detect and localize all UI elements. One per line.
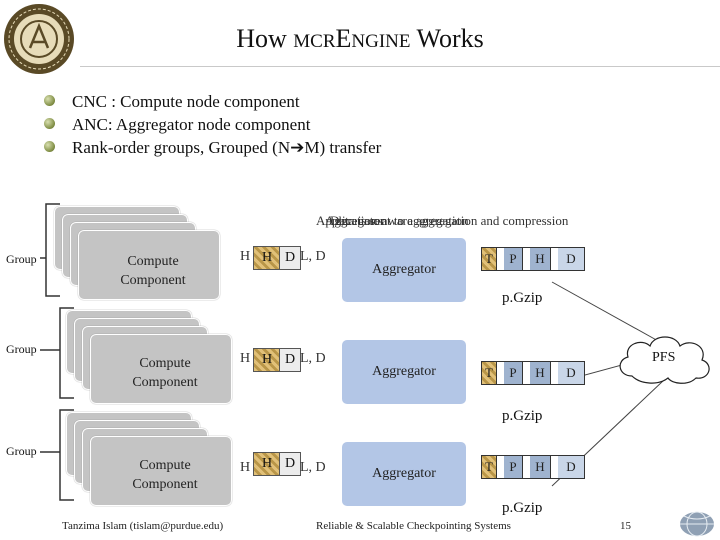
header-block: H [253, 348, 281, 372]
bullet-item: ANC: Aggregator node component [44, 113, 381, 136]
checkpoint-message: H H D L, D [240, 452, 326, 476]
cloud-icon [619, 336, 710, 384]
caption-data-sent: Data is sent to aggregation [330, 213, 469, 228]
footer-author: Tanzima Islam (tislam@purdue.edu) [62, 520, 224, 532]
checkpoint-message: H H D L, D [240, 348, 326, 372]
header-block: H [253, 246, 281, 270]
globe-logo-icon [680, 511, 714, 537]
pfs-label: PFS [652, 350, 676, 365]
bullet-sphere-icon [44, 95, 55, 106]
aggregator-node: Aggregator [342, 442, 466, 506]
group-label: Group [6, 252, 37, 266]
page-number: 15 [620, 520, 631, 532]
caption-aggregation: Application-aware aggregation and compre… [316, 213, 569, 228]
footer-center: Reliable & Scalable Checkpointing System… [316, 520, 511, 532]
checkpoint-message: H H D L, D [240, 246, 326, 270]
caption-aggregator: Aggregator [325, 213, 385, 228]
header-block: H [253, 452, 281, 476]
data-block: D [279, 246, 301, 270]
group-label: Group [6, 444, 37, 458]
bullet-sphere-icon [44, 141, 55, 152]
university-seal-icon [4, 4, 74, 74]
title-divider [80, 66, 720, 67]
right-arrow-icon: ➔ [290, 138, 305, 158]
bullet-item: Rank-order groups, Grouped (N➔M) transfe… [44, 136, 381, 160]
data-block: D [279, 348, 301, 372]
group-label: Group [6, 342, 37, 356]
data-block: D [279, 452, 301, 476]
bullet-item: CNC : Compute node component [44, 90, 381, 113]
pgzip-label: p.Gzip [502, 290, 543, 306]
bullet-sphere-icon [44, 118, 55, 129]
compute-node-card [90, 436, 232, 506]
compute-node-card [78, 230, 220, 300]
aggregator-node: Aggregator [342, 238, 466, 302]
page-title: How MCRENGINE Works [236, 24, 484, 53]
pgzip-label: p.Gzip [502, 500, 543, 516]
compute-node-card [90, 334, 232, 404]
aggregator-node: Aggregator [342, 340, 466, 404]
pgzip-label: p.Gzip [502, 408, 543, 424]
bullet-list: CNC : Compute node component ANC: Aggreg… [44, 90, 381, 160]
